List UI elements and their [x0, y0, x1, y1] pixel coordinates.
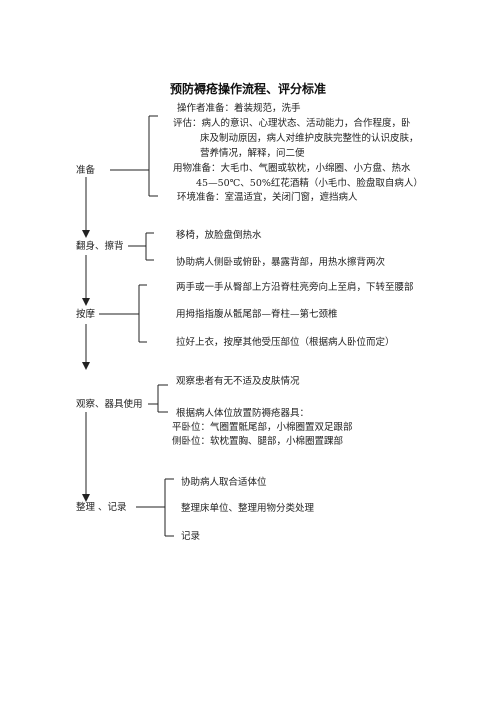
arrow-head-3 — [82, 362, 90, 370]
step-item: 营养情况，解释，问二便 — [200, 148, 305, 159]
step-label-tidy-record: 整理 、记录 — [76, 502, 127, 513]
step-item: 45—50℃、50%红花酒精（小毛巾、脸盘取自病人） — [196, 178, 423, 189]
step-item: 记录 — [181, 531, 201, 542]
step-item: 环境准备：室温适宜，关闭门窗，遮挡病人 — [177, 192, 358, 203]
step-label-turn-wipe: 翻身、擦背 — [76, 241, 124, 252]
step-item: 拉好上衣，按摩其他受压部位（根据病人卧位而定） — [176, 337, 395, 348]
arrow-head-1 — [82, 230, 90, 238]
step-item: 整理床单位、整理用物分类处理 — [181, 503, 315, 514]
step-item: 根据病人体位放置防褥疮器具： — [176, 408, 310, 419]
arrow-head-2 — [82, 298, 90, 306]
step-label-prepare: 准备 — [76, 165, 96, 176]
step-item: 移椅，放脸盘倒热水 — [176, 230, 262, 241]
step-item: 平卧位：气圈置骶尾部，小棉圈置双足跟部 — [172, 422, 353, 433]
step-item: 评估：病人的意识、心理状态、活动能力，合作程度，卧 — [173, 118, 411, 129]
step-item: 用物准备：大毛巾、气圈或软枕，小绵圈、小方盘、热水 — [173, 163, 411, 174]
step-item: 侧卧位：软枕置胸、腿部，小棉圈置踝部 — [172, 436, 344, 447]
arrow-head-4 — [82, 494, 90, 502]
step-item: 观察患者有无不适及皮肤情况 — [176, 376, 300, 387]
step-label-observe-devices: 观察、器具使用 — [76, 399, 143, 410]
step-item: 两手或一手从臀部上方沿脊柱亮旁向上至肩，下转至腰部 — [176, 282, 414, 293]
page-title: 预防褥疮操作流程、评分标准 — [169, 82, 326, 96]
step-item: 协助病人取合适体位 — [181, 477, 267, 488]
step-item: 操作者准备：着装规范，洗手 — [177, 103, 301, 114]
step-label-massage: 按摩 — [76, 309, 96, 320]
step-item: 用拇指指腹从骶尾部—脊柱—第七颈椎 — [176, 309, 338, 320]
step-item: 床及制动原因，病人对维护皮肤完整性的认识皮肤， — [200, 133, 419, 144]
step-item: 协助病人侧卧或俯卧，暴露背部，用热水擦背两次 — [176, 257, 386, 268]
